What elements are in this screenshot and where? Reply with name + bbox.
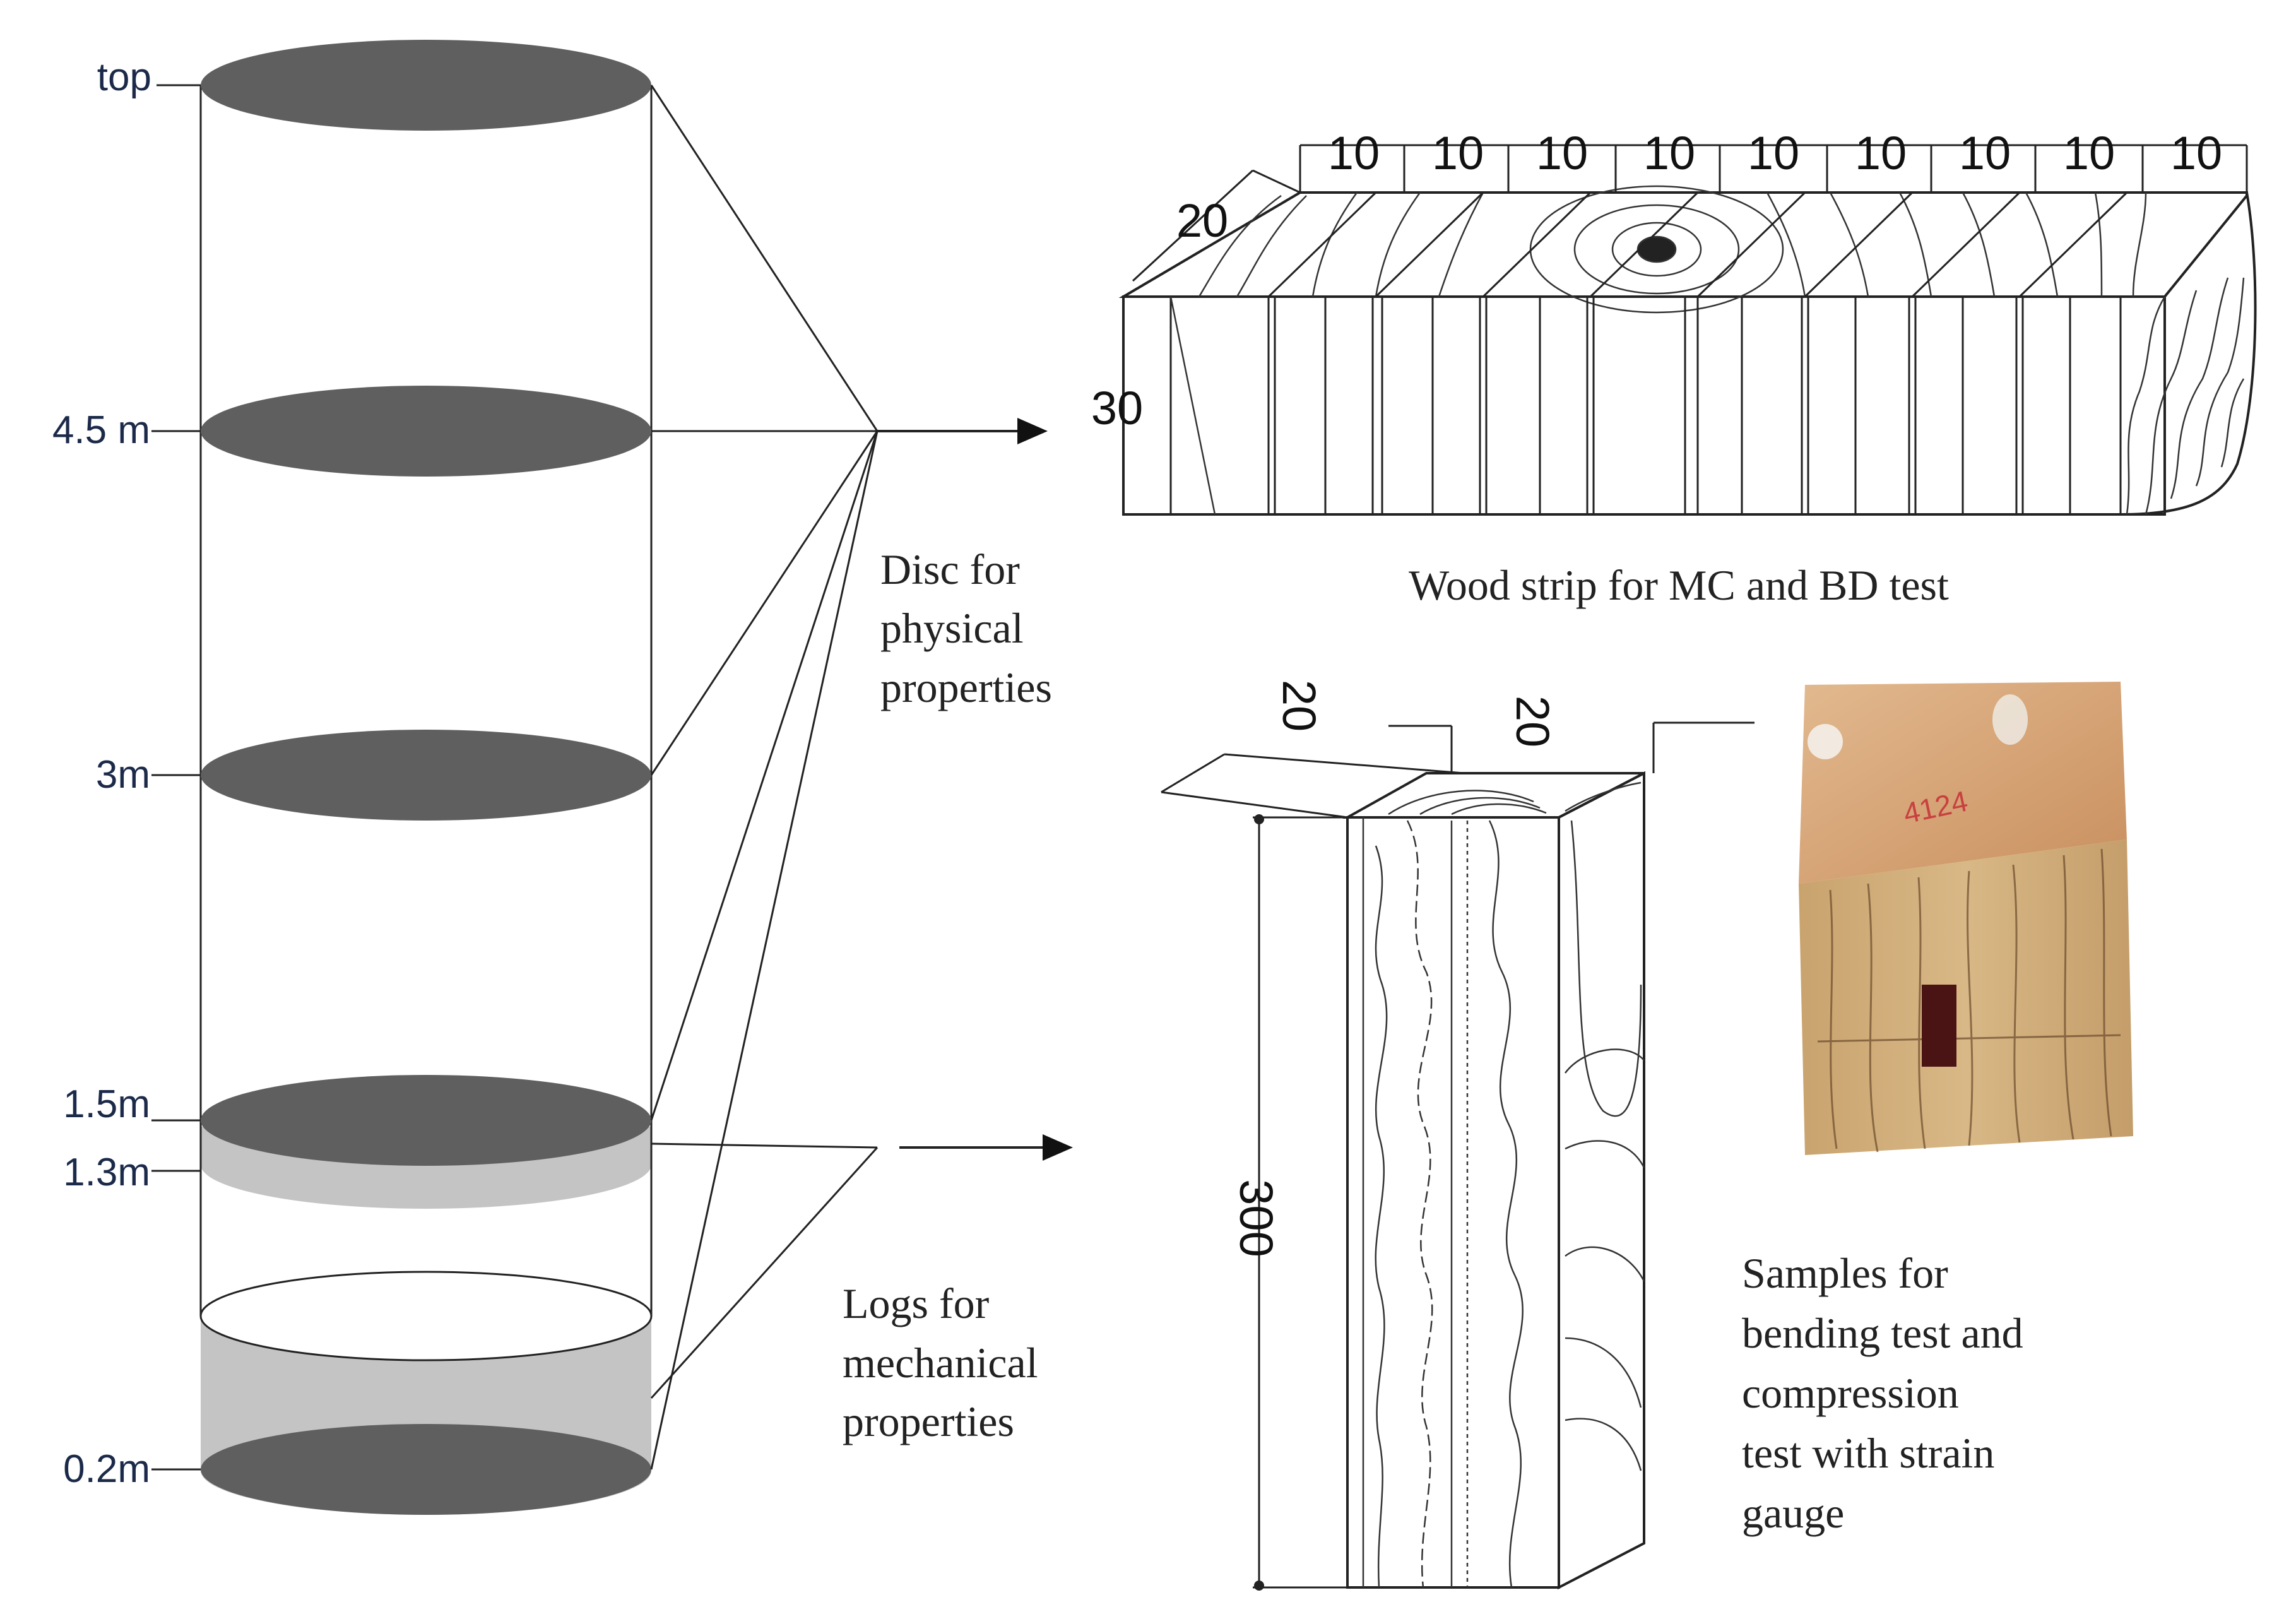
length-dim-dot-top xyxy=(1254,814,1264,824)
svg-text:gauge: gauge xyxy=(1742,1489,1844,1537)
svg-text:compression: compression xyxy=(1742,1369,1959,1417)
sample-length-label: 300 xyxy=(1230,1179,1282,1257)
svg-text:10: 10 xyxy=(1855,127,1907,179)
svg-text:Samples for: Samples for xyxy=(1742,1249,1948,1297)
svg-text:Logs for: Logs for xyxy=(843,1279,990,1327)
sample-block: 20 20 300 xyxy=(1161,680,1755,1591)
sample-width-a-label: 20 xyxy=(1273,680,1325,732)
sample-width-dimension xyxy=(1161,721,1755,819)
disc-1-5m xyxy=(201,1075,651,1166)
svg-text:mechanical: mechanical xyxy=(843,1339,1038,1387)
logs-caption: Logs for mechanical properties xyxy=(843,1279,1038,1445)
trunk-cylinder xyxy=(199,40,653,1515)
svg-text:10: 10 xyxy=(1328,127,1380,179)
svg-text:10: 10 xyxy=(1959,127,2011,179)
log-connector-lines xyxy=(650,1142,879,1399)
svg-text:physical: physical xyxy=(880,604,1024,652)
label-3m: 3m xyxy=(96,753,150,797)
disc-caption: Disc for physical properties xyxy=(880,545,1052,711)
wood-strip: 10 10 10 10 10 10 10 10 10 20 30 xyxy=(1091,127,2257,516)
label-4-5m: 4.5 m xyxy=(52,408,150,452)
svg-text:10: 10 xyxy=(1748,127,1799,179)
height-labels: top 4.5 m 3m 1.5m 1.3m 0.2m xyxy=(52,56,201,1491)
svg-text:10: 10 xyxy=(2063,127,2115,179)
svg-text:10: 10 xyxy=(1536,127,1588,179)
strip-height-label: 30 xyxy=(1091,382,1143,434)
svg-text:properties: properties xyxy=(880,663,1052,711)
svg-text:properties: properties xyxy=(843,1397,1014,1445)
samples-caption: Samples for bending test and compression… xyxy=(1742,1249,2023,1537)
label-0-2m: 0.2m xyxy=(63,1447,150,1491)
svg-text:Disc for: Disc for xyxy=(880,545,1020,593)
svg-text:10: 10 xyxy=(1432,127,1484,179)
label-1-5m: 1.5m xyxy=(63,1082,150,1126)
sample-width-b-label: 20 xyxy=(1506,696,1559,747)
arrow-head-sample xyxy=(1043,1134,1073,1161)
arrow-head-strip xyxy=(1017,418,1048,444)
svg-text:10: 10 xyxy=(1643,127,1695,179)
lower-log-top xyxy=(199,1271,653,1361)
strip-width-labels: 10 10 10 10 10 10 10 10 10 xyxy=(1328,127,2222,179)
svg-text:10: 10 xyxy=(2170,127,2222,179)
svg-text:test with strain: test with strain xyxy=(1742,1429,1994,1477)
sample-length-dimension xyxy=(1253,816,1347,1589)
svg-text:bending test and: bending test and xyxy=(1742,1309,2023,1357)
disc-0-2m xyxy=(201,1424,651,1515)
strip-dimension-ticks xyxy=(1132,144,2248,282)
disc-4-5m xyxy=(201,386,651,477)
strip-caption: Wood strip for MC and BD test xyxy=(1409,561,1949,609)
disc-top xyxy=(201,40,651,131)
disc-3m xyxy=(201,730,651,821)
disc-connector-lines xyxy=(650,85,879,1470)
label-top: top xyxy=(97,56,151,99)
strain-gauge xyxy=(1922,985,1956,1067)
length-dim-dot-bottom xyxy=(1254,1580,1264,1591)
specimen-photo: 4124 xyxy=(1799,682,2133,1155)
label-1-3m: 1.3m xyxy=(63,1151,150,1194)
strip-thickness-label: 20 xyxy=(1176,194,1228,247)
